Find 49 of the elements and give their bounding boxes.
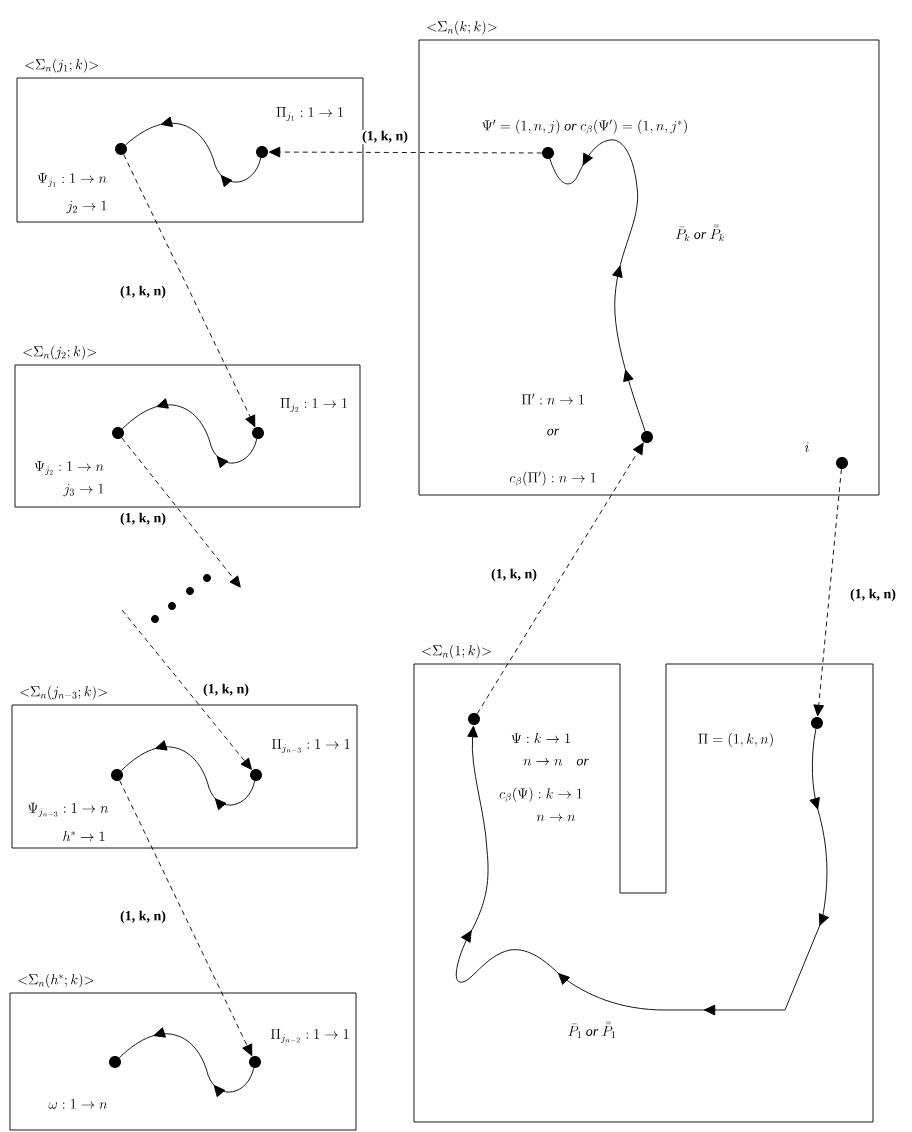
edge-label: (1, k, n) xyxy=(849,587,897,603)
dot-label: $\Psi_{j_2}:1\to n$ xyxy=(34,461,104,476)
dashed-arrow xyxy=(121,609,252,770)
dot-label: $j_2\to 1$ xyxy=(66,200,107,214)
dashed-arrow xyxy=(813,468,842,717)
dashed-arrow xyxy=(121,437,241,588)
edge-label: (1, k, n) xyxy=(119,909,167,925)
dot-label: $\Pi=(1,k,n)$ xyxy=(698,732,773,748)
node-label: ${<}\Sigma_n(j_1;k){>}$ xyxy=(25,58,99,73)
curved-arrow xyxy=(122,398,258,469)
dot-label: $\Psi' = (1,n,j)\ \mathit{or}\ c_{\beta}(\Psi') = (1,n,j^{*})$ xyxy=(482,119,687,135)
edge-label: (1, k, n) xyxy=(119,511,167,527)
dot-label: $\Psi:k\to 1$ xyxy=(511,733,570,744)
dashed-arrow xyxy=(123,154,256,427)
curved-arrow xyxy=(120,740,256,811)
dot-label: $c_{\beta}(\Pi'):n\to 1$ xyxy=(509,471,596,487)
edge-label: (1, k, n) xyxy=(361,129,409,145)
node-label: ${<}\Sigma_n(1;k){>}$ xyxy=(422,644,491,659)
dot-label: $h^{*}\to 1$ xyxy=(63,831,105,842)
dot-label: $n\to n$ xyxy=(536,813,576,822)
dot-label: $i$ xyxy=(805,442,809,452)
curved-arrow xyxy=(455,725,829,1016)
node-label: ${<}\Sigma_n(k;k){>}$ xyxy=(427,20,497,35)
node-label: ${<}\Sigma_n(j_2;k){>}$ xyxy=(23,345,97,360)
dot-label: $n\to n\quad \mathit{or}$ xyxy=(523,757,589,766)
edge-label: (1, k, n) xyxy=(202,682,250,698)
curved-arrow xyxy=(119,1027,255,1098)
node-label: ${<}\Sigma_n(j_{n-3};k){>}$ xyxy=(20,685,107,700)
dashed-arrow xyxy=(268,146,543,158)
edge-label: $\bar{P}_k\ \mathit{or}\ \bar{\bar{P}}_k$ xyxy=(674,224,726,242)
dot-label: $\omega:1\to n$ xyxy=(48,1099,108,1109)
dot-label: $\mathit{or}$ xyxy=(547,428,560,436)
dot-label: $\Psi_{j_{n-3}}:1\to n$ xyxy=(28,802,109,817)
edge-label: (1, k, n) xyxy=(490,567,538,583)
dot-label: $\Pi_{j_{n-2}}:1\to 1$ xyxy=(270,1028,349,1043)
edge-label: $\bar{P}_1\ \mathit{or}\ \bar{\bar{P}}_1$ xyxy=(566,1021,618,1039)
dot-label: $\Pi_{j_{n-3}}:1\to 1$ xyxy=(271,738,350,753)
curved-arrow xyxy=(125,116,262,188)
dashed-arrow xyxy=(476,442,644,715)
dot-label: $\Pi':n\to 1$ xyxy=(521,393,584,405)
dashed-arrow xyxy=(119,780,253,1056)
dot-label: $c_{\beta}(\Psi):k\to 1$ xyxy=(499,787,582,803)
dot-label: $\Pi_{j_2}:1\to 1$ xyxy=(280,398,347,413)
dot-label: $\Psi_{j_1}:1\to n$ xyxy=(37,173,107,188)
dot-label: $\Pi_{j_1}:1\to 1$ xyxy=(276,107,343,122)
node-label: ${<}\Sigma_n(h^{*};k){>}$ xyxy=(18,973,94,988)
curved-arrow xyxy=(549,139,646,432)
edge-label: (1, k, n) xyxy=(119,284,167,300)
dot-label: $j_3\to 1$ xyxy=(63,483,104,497)
